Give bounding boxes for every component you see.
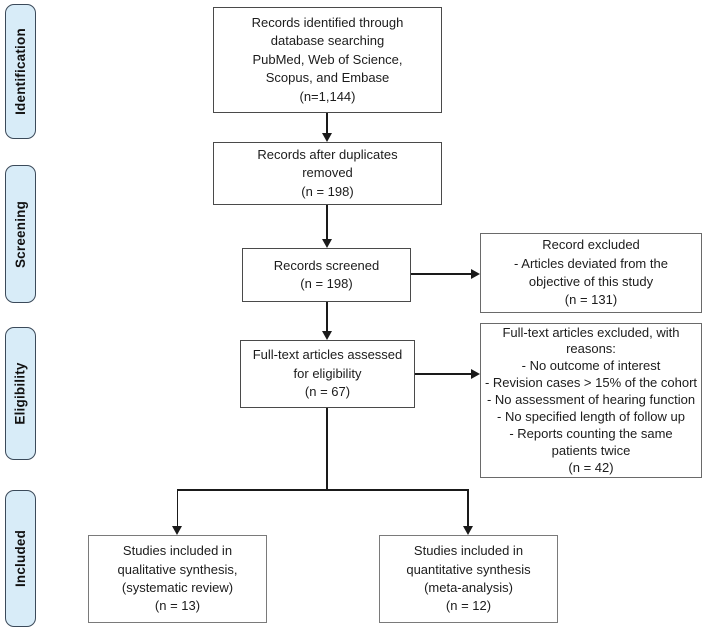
stage-label-identification: Identification <box>5 4 36 139</box>
stage-label-identification-text: Identification <box>13 28 28 115</box>
connector-branch-to-quantitative <box>467 489 469 527</box>
arrowhead-identified-to-duplicates <box>322 133 332 142</box>
box-qualitative-synthesis: Studies included in qualitative synthesi… <box>88 535 267 623</box>
box-duplicates-removed: Records after duplicates removed (n = 19… <box>213 142 442 205</box>
box-records-excluded: Record excluded - Articles deviated from… <box>480 233 702 313</box>
connector-identified-to-duplicates <box>326 113 328 134</box>
arrowhead-screened-to-excluded <box>471 269 480 279</box>
box-records-identified: Records identified through database sear… <box>213 7 442 113</box>
arrowhead-branch-to-qualitative <box>172 526 182 535</box>
arrowhead-screened-to-fulltext <box>322 331 332 340</box>
connector-branch-horizontal <box>177 489 468 491</box>
connector-fulltext-to-branch <box>326 408 328 490</box>
stage-label-screening-text: Screening <box>13 200 29 268</box>
box-records-screened: Records screened (n = 198) <box>242 248 411 302</box>
stage-label-eligibility-text: Eligibility <box>13 362 28 425</box>
stage-label-included-text: Included <box>13 529 29 588</box>
stage-label-screening: Screening <box>5 165 36 303</box>
connector-branch-to-qualitative <box>176 489 178 527</box>
connector-fulltext-to-excluded <box>415 373 472 375</box>
connector-screened-to-excluded <box>411 273 472 275</box>
box-fulltext-excluded: Full-text articles excluded, with reason… <box>480 323 702 478</box>
box-fulltext-assessed: Full-text articles assessed for eligibil… <box>240 340 415 408</box>
arrowhead-branch-to-quantitative <box>462 526 473 535</box>
connector-duplicates-to-screened <box>326 205 328 240</box>
stage-label-included: Included <box>5 490 36 627</box>
stage-label-eligibility: Eligibility <box>5 327 36 460</box>
arrowhead-fulltext-to-excluded <box>471 369 480 379</box>
box-quantitative-synthesis: Studies included in quantitative synthes… <box>379 535 558 623</box>
connector-screened-to-fulltext <box>326 302 328 332</box>
arrowhead-duplicates-to-screened <box>322 239 332 248</box>
